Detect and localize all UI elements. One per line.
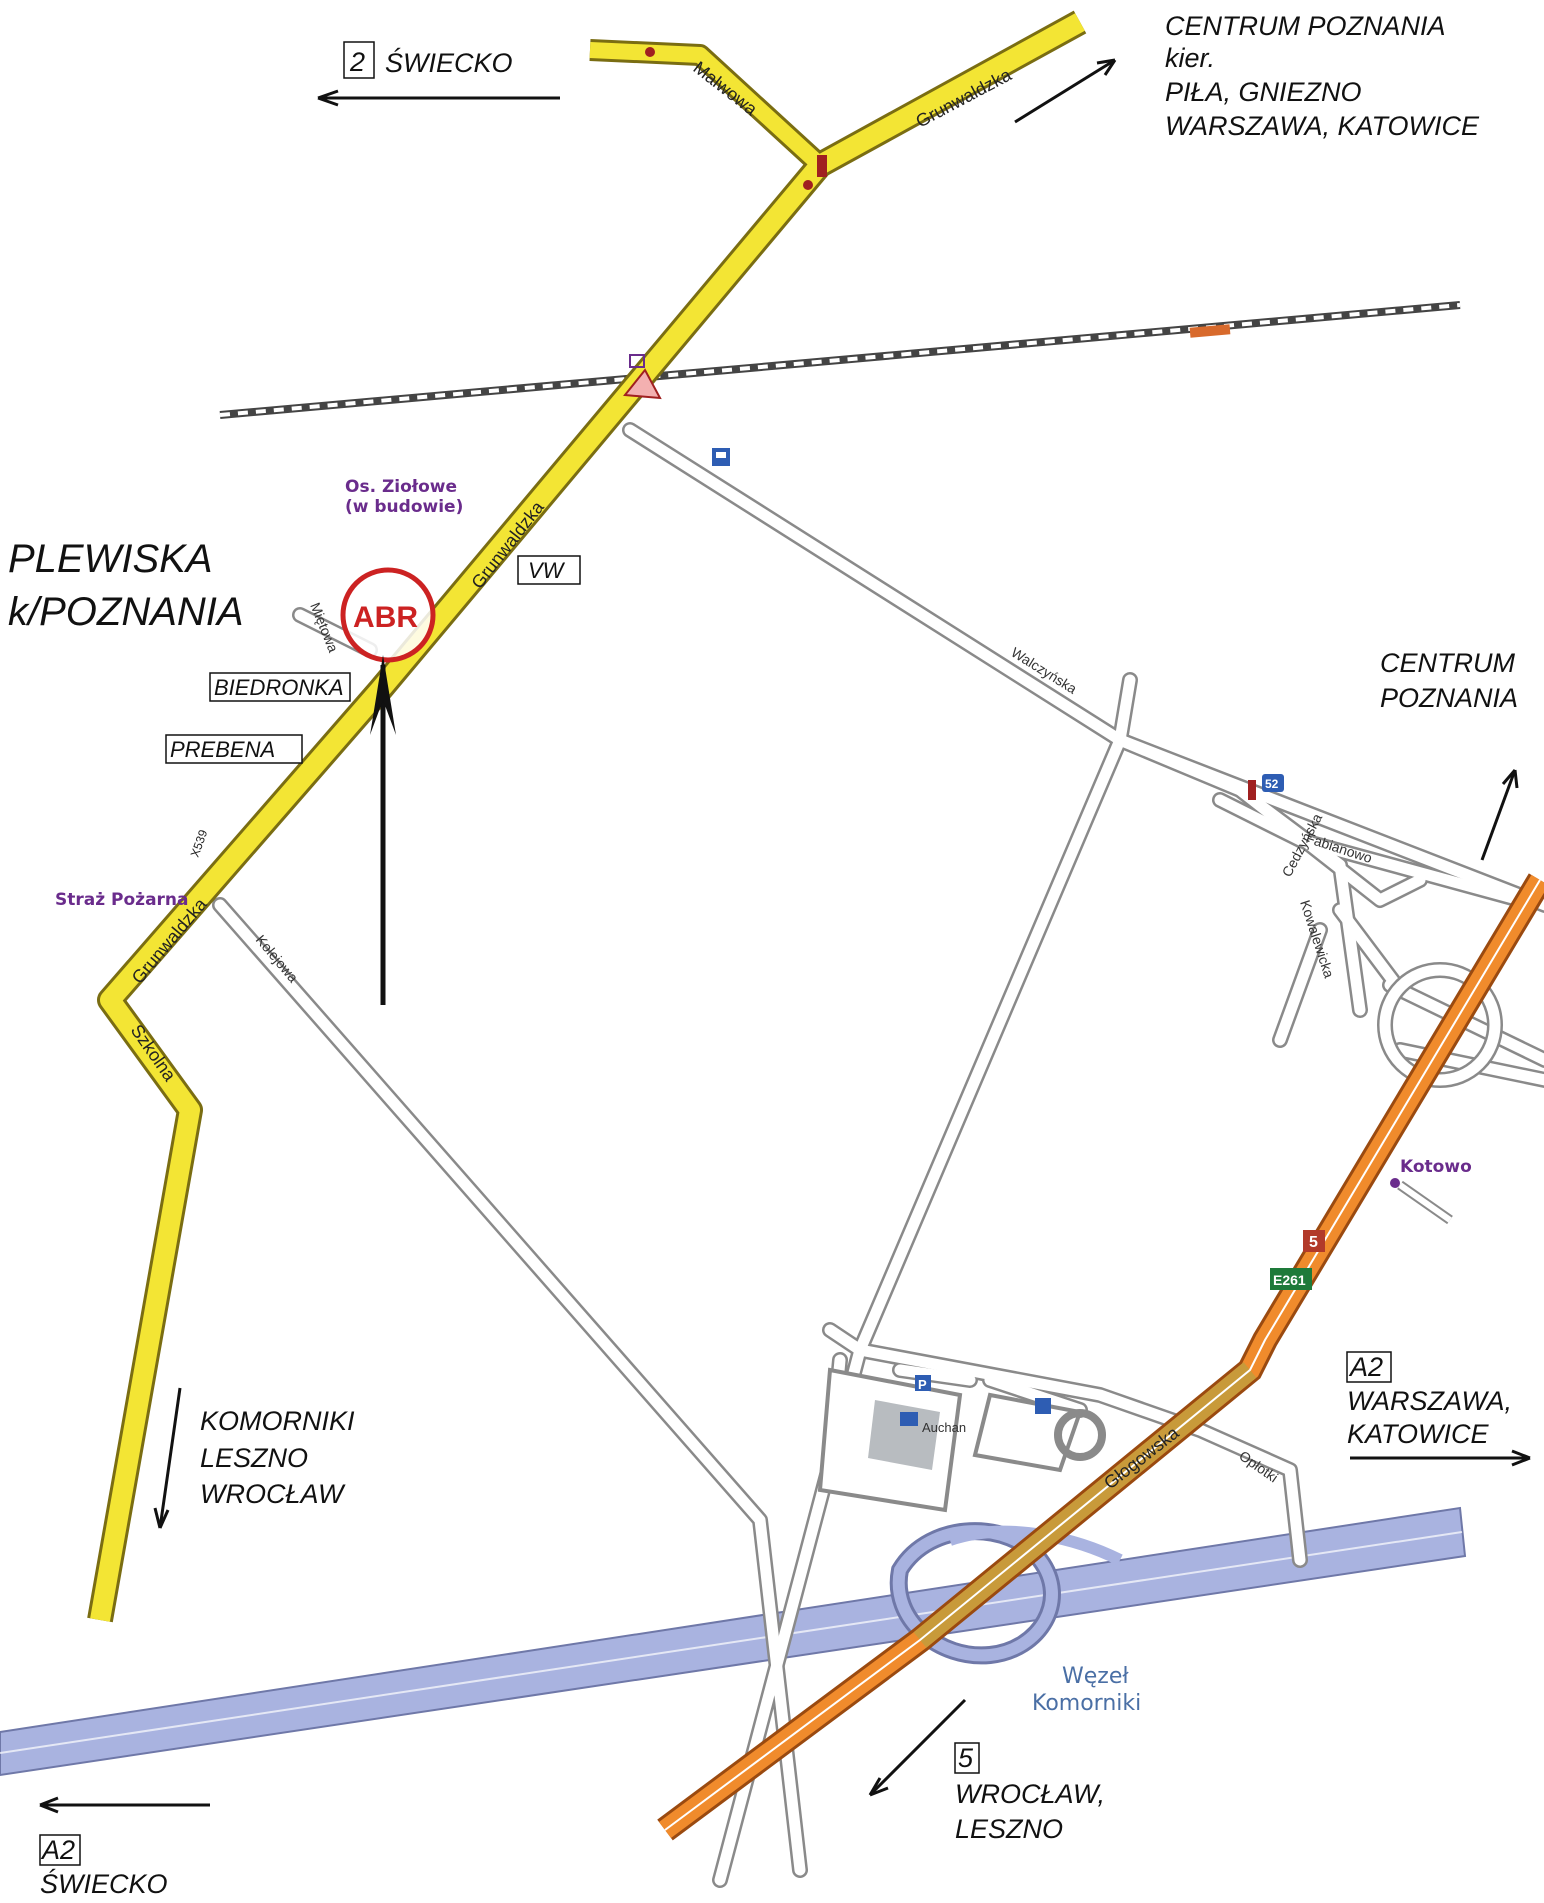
poi-prebena: PREBENA — [165, 734, 303, 764]
dir-komorniki: KOMORNIKI LESZNO WROCŁAW — [200, 1406, 355, 1509]
wezel-line1: Węzeł — [1062, 1664, 1129, 1689]
railway — [219, 301, 1461, 419]
os-ziolowe-line1: Os. Ziołowe — [345, 477, 457, 497]
a2-right-line1: WARSZAWA, — [1347, 1386, 1512, 1416]
route5-line2: LESZNO — [955, 1814, 1063, 1844]
swiecko-top-label: ŚWIECKO — [385, 46, 513, 78]
dir-route5: 5 WROCŁAW, LESZNO — [954, 1742, 1105, 1844]
plewiska-line1: PLEWISKA — [8, 537, 213, 581]
swiecko-top-number: 2 — [349, 47, 365, 77]
vw-label: VW — [528, 558, 566, 583]
centrum-top-line3: PIŁA, GNIEZNO — [1165, 77, 1362, 107]
os-ziolowe-line2: (w budowie) — [345, 497, 463, 517]
centrum-top-line2: kier. — [1165, 43, 1215, 73]
abr-pointer-arrow-icon — [370, 655, 396, 1005]
a2-right-line2: KATOWICE — [1347, 1419, 1490, 1449]
dir-centrum-top: CENTRUM POZNANIA kier. PIŁA, GNIEZNO WAR… — [1165, 11, 1480, 141]
shield-5-label: 5 — [1309, 1234, 1318, 1251]
svg-text:P: P — [918, 1377, 927, 1392]
centrum-top-line4: WARSZAWA, KATOWICE — [1165, 111, 1480, 141]
centrum-right-line1: CENTRUM — [1380, 648, 1515, 678]
route-52-shield-icon: 52 — [1248, 774, 1284, 800]
kotowo-marker-icon — [1390, 1178, 1453, 1225]
shield-e261-label: E261 — [1273, 1272, 1306, 1288]
x539-label: X539 — [188, 828, 211, 859]
kotowo-label: Kotowo — [1400, 1157, 1472, 1177]
prebena-label: PREBENA — [170, 737, 275, 762]
auchan-block: P — [817, 1367, 1106, 1513]
dir-centrum-right: CENTRUM POZNANIA — [1380, 648, 1518, 713]
centrum-top-line1: CENTRUM POZNANIA — [1165, 11, 1446, 41]
wezel-line2: Komorniki — [1032, 1691, 1141, 1716]
abr-label: ABR — [353, 601, 418, 634]
biedronka-label: BIEDRONKA — [214, 675, 344, 700]
straz-label: Straż Pożarna — [55, 890, 189, 910]
poi-vw: VW — [517, 555, 581, 585]
roundabout-east — [1377, 962, 1503, 1088]
dir-a2-left: A2 ŚWIECKO — [39, 1834, 168, 1899]
dir-a2-right: A2 WARSZAWA, KATOWICE — [1346, 1351, 1512, 1449]
street-glogowska: Głogowska — [1100, 1422, 1183, 1493]
main-road-grunwaldzka — [87, 10, 1087, 1623]
dir-swiecko-top: 2 ŚWIECKO — [343, 41, 513, 79]
expressway-5 — [657, 873, 1544, 1841]
a2-right-number: A2 — [1348, 1352, 1383, 1382]
shield-e261-icon: E261 — [1270, 1268, 1312, 1290]
motorway-a2 — [0, 1506, 1467, 1777]
komorniki-line2: LESZNO — [200, 1443, 308, 1473]
shield-52-label: 52 — [1265, 777, 1279, 791]
fuel-icon — [712, 448, 730, 466]
poi-biedronka: BIEDRONKA — [209, 672, 351, 702]
a2-left-line1: ŚWIECKO — [40, 1867, 168, 1899]
level-crossing — [623, 354, 662, 400]
komorniki-line3: WROCŁAW — [200, 1479, 346, 1509]
abr-location-marker: ABR — [340, 567, 436, 663]
komorniki-line1: KOMORNIKI — [200, 1406, 355, 1436]
route5-number: 5 — [958, 1743, 974, 1773]
plewiska-line2: k/POZNANIA — [8, 590, 244, 634]
a2-left-number: A2 — [40, 1835, 75, 1865]
shield-5-icon: 5 — [1303, 1230, 1325, 1252]
direction-arrows — [39, 58, 1531, 1814]
auchan-label: Auchan — [922, 1420, 966, 1435]
route5-line1: WROCŁAW, — [955, 1779, 1105, 1809]
centrum-right-line2: POZNANIA — [1380, 683, 1518, 713]
plewiska-title: PLEWISKA k/POZNANIA — [8, 537, 244, 634]
